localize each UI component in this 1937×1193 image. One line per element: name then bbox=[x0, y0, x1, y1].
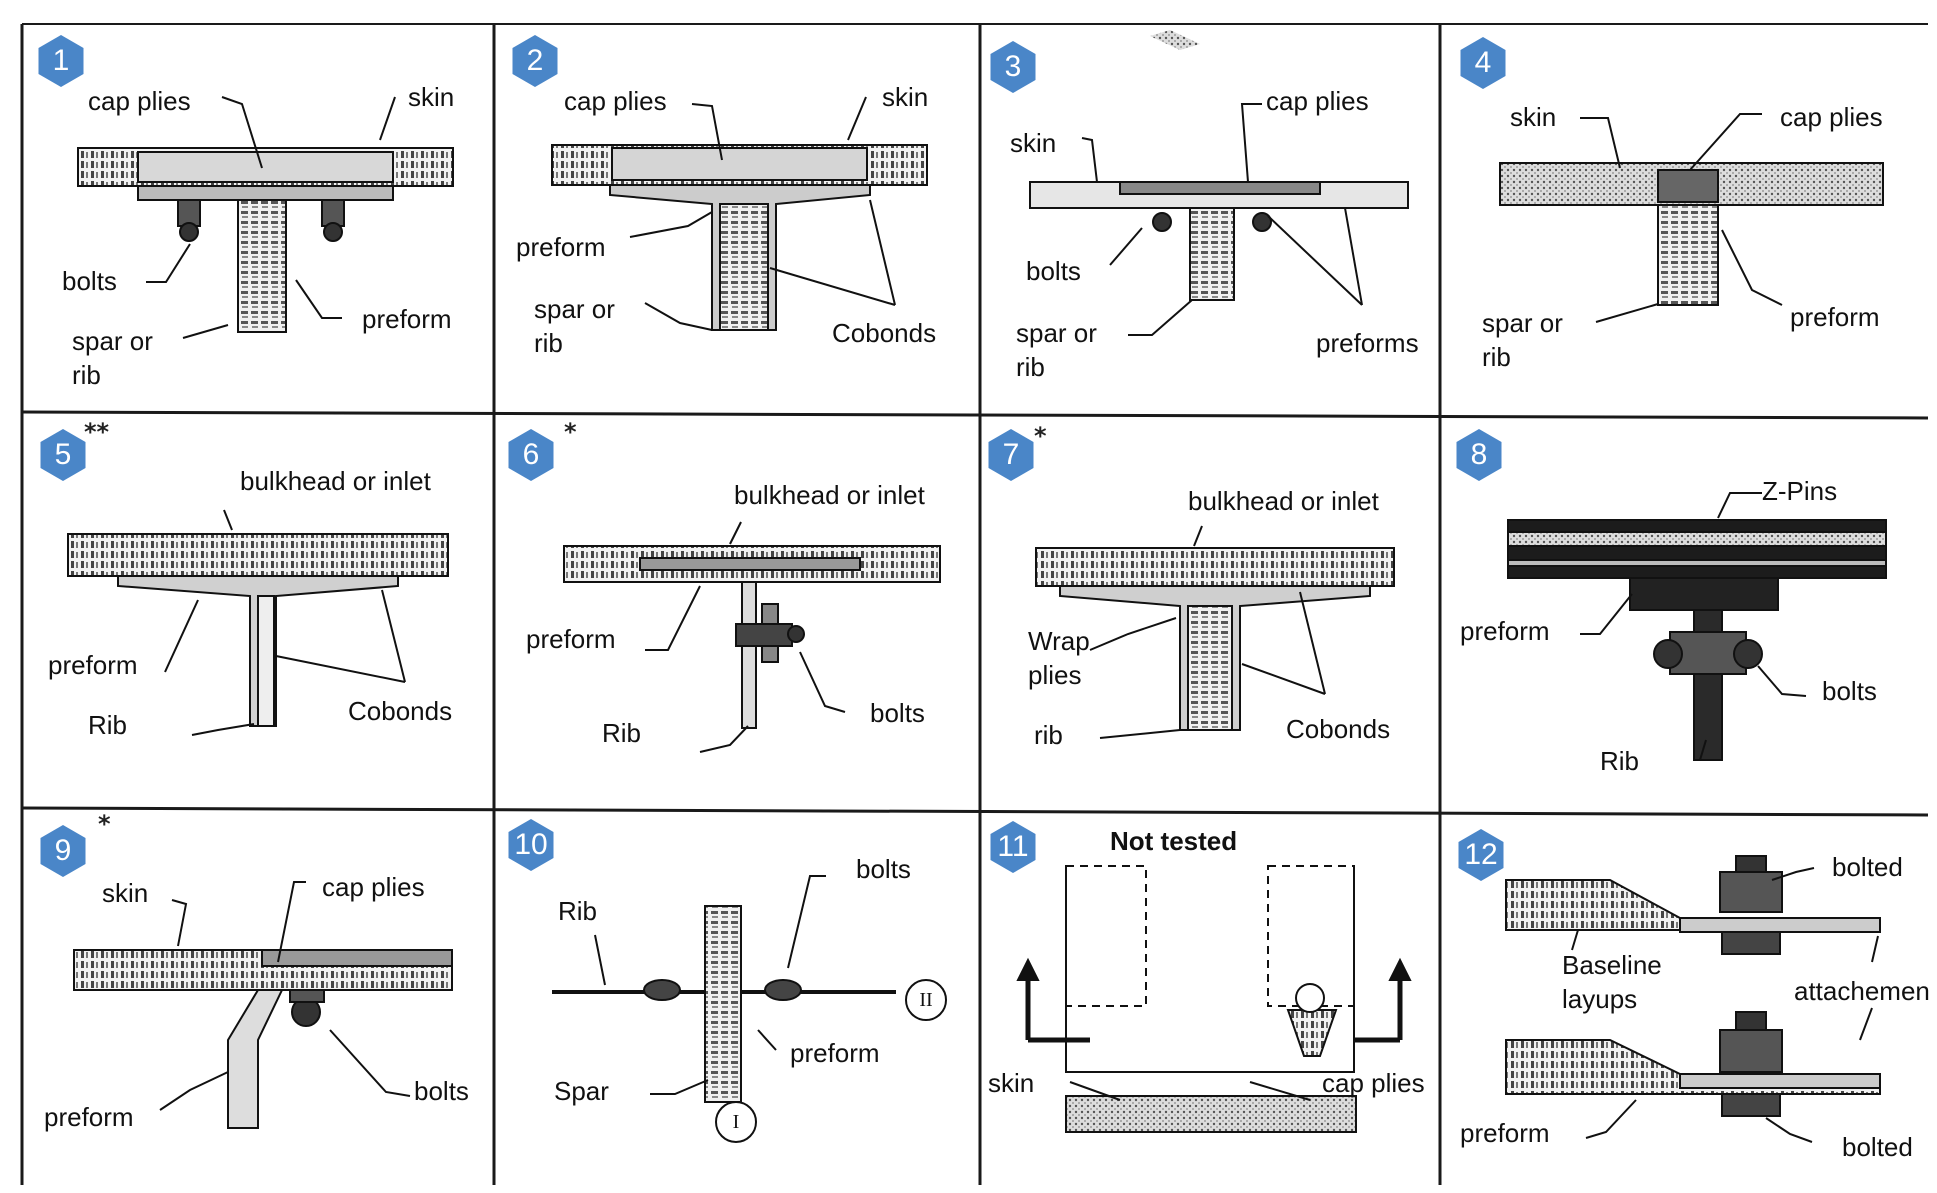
panel-2-number-badge: 2 bbox=[508, 34, 562, 88]
panel-9-label-skin: skin bbox=[102, 878, 149, 908]
panel-10-label-spar: Spar bbox=[554, 1076, 609, 1106]
panel-7-label-cobonds: Cobonds bbox=[1286, 714, 1391, 744]
panel-5-label-bulkhead: bulkhead or inlet bbox=[240, 466, 431, 496]
panel-1-label-skin: skin bbox=[408, 82, 455, 112]
panel-5-label-preform: preform bbox=[48, 650, 138, 680]
panel-8-number: 8 bbox=[1470, 438, 1488, 471]
panel-9-star-mark: * bbox=[98, 810, 111, 838]
panel-11-number: 11 bbox=[997, 830, 1029, 863]
panel-4-label-skin: skin bbox=[1510, 102, 1557, 132]
panel-2-label-preform: preform bbox=[516, 232, 606, 262]
panel-9-label-preform: preform bbox=[44, 1102, 134, 1132]
panel-2-label-skin: skin bbox=[882, 82, 929, 112]
panel-3-label-spar-or-rib: spar or rib bbox=[1016, 318, 1097, 382]
panel-4-number: 4 bbox=[1474, 46, 1492, 79]
panel-9-sketch bbox=[73, 881, 453, 1129]
panel-8-number-badge: 8 bbox=[1452, 428, 1506, 482]
panel-12-label-baseline: Baseline layups bbox=[1562, 950, 1662, 1014]
panel-3-number: 3 bbox=[1004, 50, 1022, 83]
panel-7-sketch bbox=[1035, 525, 1395, 739]
panel-4-sketch bbox=[1499, 113, 1884, 323]
panel-7-star-mark: * bbox=[1034, 422, 1047, 450]
panel-8-label-rib: Rib bbox=[1600, 746, 1640, 776]
panel-11-sketch bbox=[1016, 865, 1412, 1133]
panel-10-number-badge: 10 bbox=[504, 818, 558, 872]
panel-3-label-preforms: preforms bbox=[1316, 328, 1419, 358]
panel-3-sketch bbox=[1029, 30, 1409, 336]
panel-5-star-mark: ** bbox=[84, 418, 110, 446]
panel-1-label-cap-plies: cap plies bbox=[88, 86, 191, 116]
panel-12-label-attachment: attachemen bbox=[1794, 976, 1930, 1006]
panel-1-label-spar-or-rib: spar or rib bbox=[72, 326, 153, 390]
panel-6-sketch bbox=[563, 521, 941, 753]
panel-1-number-badge: 1 bbox=[34, 34, 88, 88]
panel-3-label-cap-plies: cap plies bbox=[1266, 86, 1369, 116]
panel-grid bbox=[20, 23, 1929, 1185]
panel-9-label-cap-plies: cap plies bbox=[322, 872, 425, 902]
panel-5-number: 5 bbox=[54, 438, 72, 471]
panel-12-label-bolted-bottom: bolted bbox=[1842, 1132, 1913, 1162]
panel-11-label-skin: skin bbox=[988, 1068, 1035, 1098]
panel-7-label-rib: rib bbox=[1034, 720, 1063, 750]
panel-4-number-badge: 4 bbox=[1456, 36, 1510, 90]
panel-6-label-bolts: bolts bbox=[870, 698, 925, 728]
panel-9-label-bolts: bolts bbox=[414, 1076, 469, 1106]
panel-9-number: 9 bbox=[54, 834, 72, 867]
panel-1-number: 1 bbox=[52, 44, 70, 77]
panel-11-number-badge: 11 bbox=[986, 820, 1040, 874]
panel-2-number: 2 bbox=[526, 44, 544, 77]
panel-6-label-preform: preform bbox=[526, 624, 616, 654]
panel-1-label-preform: preform bbox=[362, 304, 452, 334]
panel-1-sketch bbox=[77, 96, 454, 339]
panel-6-star-mark: * bbox=[564, 418, 577, 446]
panel-8-sketch bbox=[1507, 492, 1887, 761]
panel-5-label-cobonds: Cobonds bbox=[348, 696, 453, 726]
panel-10-label-bolts: bolts bbox=[856, 854, 911, 884]
panel-9-number-badge: 9 bbox=[36, 824, 90, 878]
panel-10-mark-bottom: I bbox=[732, 1111, 740, 1133]
panel-10-label-rib: Rib bbox=[558, 896, 598, 926]
panel-7-number: 7 bbox=[1002, 438, 1020, 471]
panel-10-sketch bbox=[552, 875, 947, 1143]
panel-5-sketch bbox=[67, 509, 449, 736]
panel-12-number-badge: 12 bbox=[1454, 828, 1508, 882]
panel-8-label-bolts: bolts bbox=[1822, 676, 1877, 706]
panel-7-label-bulkhead: bulkhead or inlet bbox=[1188, 486, 1379, 516]
panel-2-label-cap-plies: cap plies bbox=[564, 86, 667, 116]
panel-12-number: 12 bbox=[1464, 838, 1498, 871]
panel-4-label-spar-or-rib: spar or rib bbox=[1482, 308, 1563, 372]
panel-12-label-bolted-top: bolted bbox=[1832, 852, 1903, 882]
panel-2-label-cobonds: Cobonds bbox=[832, 318, 937, 348]
panel-2-label-spar-or-rib: spar or rib bbox=[534, 294, 615, 358]
panel-3-number-badge: 3 bbox=[986, 40, 1040, 94]
panel-11-label-cap-plies: cap plies bbox=[1322, 1068, 1425, 1098]
panel-3-label-skin: skin bbox=[1010, 128, 1057, 158]
panel-8-label-zpins: Z-Pins bbox=[1762, 476, 1838, 506]
panel-6-number: 6 bbox=[522, 438, 540, 471]
panel-5-label-rib: Rib bbox=[88, 710, 128, 740]
panel-10-number: 10 bbox=[514, 828, 548, 861]
panel-4-label-preform: preform bbox=[1790, 302, 1880, 332]
panel-7-label-wrap-plies: Wrap plies bbox=[1028, 626, 1090, 690]
panel-6-label-rib: Rib bbox=[602, 718, 642, 748]
panel-6-label-bulkhead: bulkhead or inlet bbox=[734, 480, 925, 510]
panel-12-sketch bbox=[1505, 855, 1881, 1143]
panel-11-label-not-tested: Not tested bbox=[1110, 826, 1238, 856]
panel-7-number-badge: 7 bbox=[984, 428, 1038, 482]
panel-6-number-badge: 6 bbox=[504, 428, 558, 482]
panel-1-label-bolts: bolts bbox=[62, 266, 117, 296]
panel-10-mark-right: II bbox=[919, 989, 933, 1011]
panel-12-label-preform: preform bbox=[1460, 1118, 1550, 1148]
panel-3-label-bolts: bolts bbox=[1026, 256, 1081, 286]
panel-10-label-preform: preform bbox=[790, 1038, 880, 1068]
panel-2-sketch bbox=[551, 96, 928, 331]
panel-4-label-cap-plies: cap plies bbox=[1780, 102, 1883, 132]
panel-5-number-badge: 5 bbox=[36, 428, 90, 482]
panel-8-label-preform: preform bbox=[1460, 616, 1550, 646]
